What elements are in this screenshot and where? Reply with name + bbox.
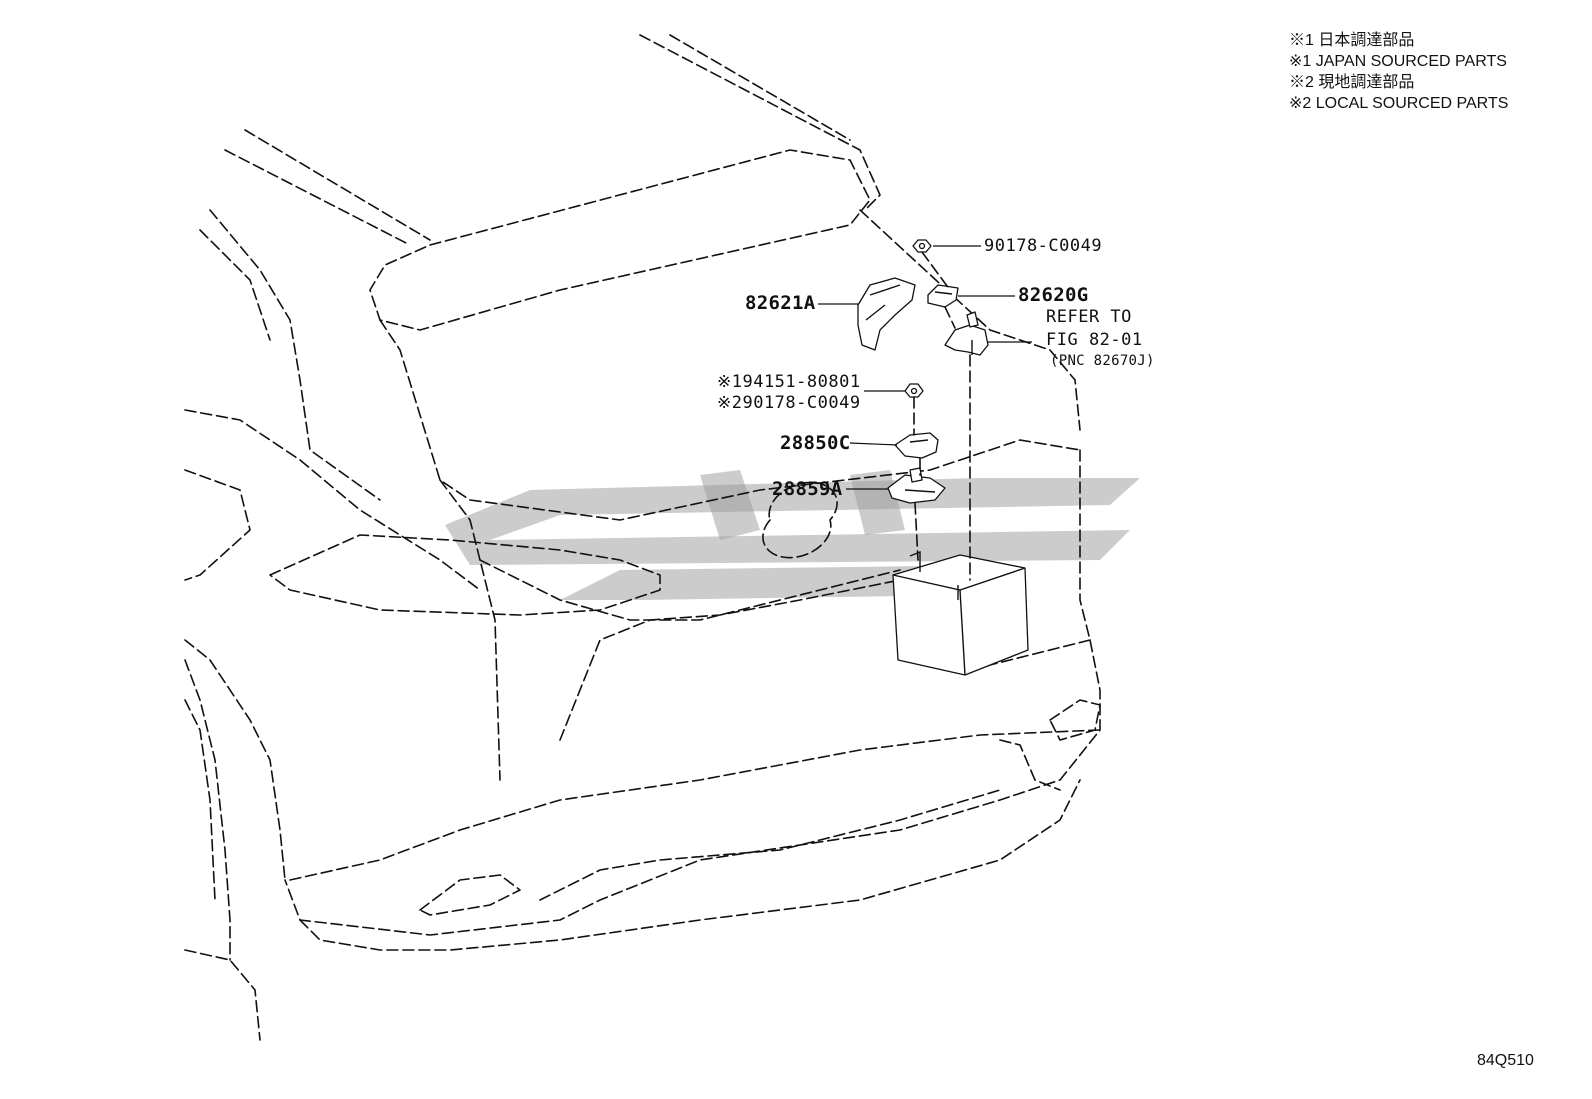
label-90178-c0049[interactable]: 90178-C0049 xyxy=(984,236,1103,256)
nut-90178-c0049-shape xyxy=(912,239,932,253)
source-legend: ※1 日本調達部品 ※1 JAPAN SOURCED PARTS ※2 現地調達… xyxy=(1289,30,1508,114)
nut-194151-shape xyxy=(904,383,924,398)
battery-box-shape xyxy=(892,550,1029,676)
reference-line-3: (PNC 82670J) xyxy=(1050,353,1155,369)
legend-line-2: ※1 JAPAN SOURCED PARTS xyxy=(1289,53,1507,70)
lock-82670j-shape xyxy=(944,311,989,356)
reference-line-2[interactable]: FIG 82-01 xyxy=(1046,330,1143,350)
legend-line-3: ※2 現地調達部品 xyxy=(1289,74,1415,91)
bracket-28850c-shape xyxy=(894,432,939,459)
bracket-82621a-shape xyxy=(857,277,916,351)
assembly-lines xyxy=(913,251,971,581)
figure-code: 84Q510 xyxy=(1477,1052,1534,1069)
label-82620g[interactable]: 82620G xyxy=(1018,284,1089,306)
bracket-28859a-shape xyxy=(887,467,946,504)
legend-line-1: ※1 日本調達部品 xyxy=(1289,32,1415,49)
label-82621a[interactable]: 82621A xyxy=(745,292,816,314)
label-194151-80801[interactable]: ※194151-80801 xyxy=(717,372,861,392)
bracket-82620g-shape xyxy=(927,284,959,308)
vehicle-body-outline xyxy=(184,34,1101,1041)
reference-line-1: REFER TO xyxy=(1046,307,1132,327)
label-28850c[interactable]: 28850C xyxy=(780,432,851,454)
label-28859a[interactable]: 28859A xyxy=(772,478,843,500)
leader-lines xyxy=(818,245,1032,490)
legend-line-4: ※2 LOCAL SOURCED PARTS xyxy=(1289,95,1509,112)
label-90178-c0049-local[interactable]: ※290178-C0049 xyxy=(717,393,861,413)
